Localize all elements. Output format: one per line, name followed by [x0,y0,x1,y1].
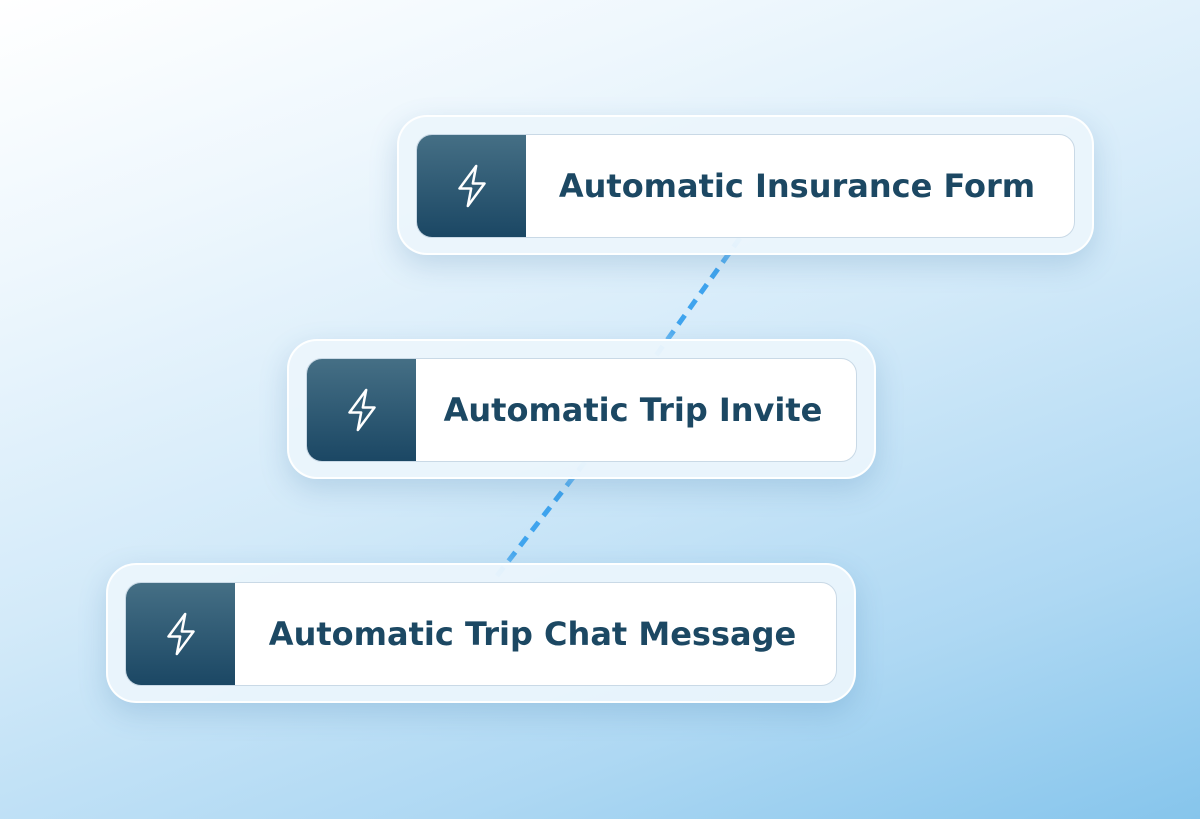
node-inner: Automatic Insurance Form [416,134,1075,238]
node-label: Automatic Trip Chat Message [268,615,797,653]
node-inner: Automatic Trip Chat Message [125,582,837,686]
node-automatic-trip-chat-message[interactable]: Automatic Trip Chat Message [106,563,856,703]
node-inner: Automatic Trip Invite [306,358,857,462]
node-automatic-trip-invite[interactable]: Automatic Trip Invite [287,339,876,479]
node-label: Automatic Insurance Form [558,167,1036,205]
node-automatic-insurance-form[interactable]: Automatic Insurance Form [397,115,1094,255]
connector-insurance-to-invite [652,236,743,359]
node-label: Automatic Trip Invite [443,391,823,429]
lightning-bolt-icon [126,583,235,685]
connector-invite-to-chat [491,460,587,583]
lightning-bolt-icon [307,359,416,461]
lightning-bolt-icon [417,135,526,237]
